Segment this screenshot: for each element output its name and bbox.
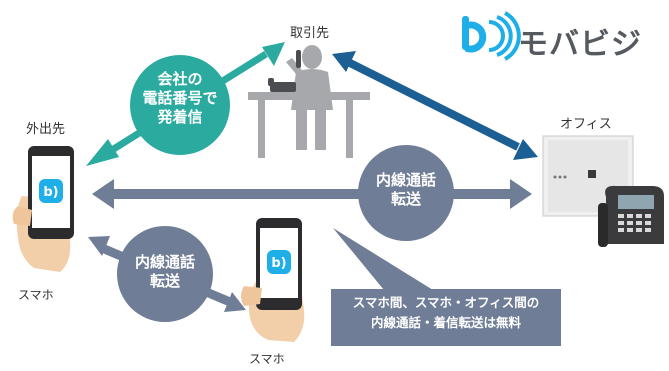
extension-arrow-horizontal [92,179,532,209]
company-number-bubble-text: 会社の 電話番号で 発着信 [130,70,230,126]
extension-center-line-1: 内線通話 [375,171,436,189]
smartphone-hand-left-icon: b) [12,146,74,272]
extension-left-line-2: 転送 [149,271,180,290]
client-label: 取引先 [290,26,330,41]
note-line-1: スマホ間、スマホ・オフィス間の [352,295,540,310]
extension-bubble-left [117,226,213,322]
note-line-2: 内線通話・着信転送は無料 [370,315,521,330]
company-number-line-2: 電話番号で [142,88,218,107]
company-number-line-3: 発着信 [157,107,203,126]
navy-arrow [332,51,538,160]
extension-left-bubble-text: 内線通話 転送 [117,253,213,291]
note-pointer [333,228,433,290]
brand-name: モバビジ [518,27,642,62]
svg-text:b): b) [43,185,58,200]
company-number-bubble [130,55,230,155]
outside-label: 外出先 [26,122,66,137]
phone-left-label: スマホ [18,288,54,302]
extension-bubble-center [358,145,454,241]
svg-text:b): b) [271,256,286,271]
free-extension-note: スマホ間、スマホ・オフィス間の 内線通話・着信転送は無料 [331,289,561,346]
phone-bottom-label: スマホ [249,352,285,366]
office-desk-phone-icon [598,185,664,247]
extension-left-line-1: 内線通話 [134,253,195,271]
extension-center-bubble-text: 内線通話 転送 [358,171,454,209]
smartphone-hand-bottom-icon: b) [241,218,305,342]
brand-logo-icon [462,11,521,61]
client-person-icon [248,45,370,158]
company-number-line-1: 会社の [157,70,203,88]
extension-center-line-2: 転送 [390,189,421,208]
office-pbx-icon [542,135,634,217]
office-label: オフィス [560,117,612,132]
